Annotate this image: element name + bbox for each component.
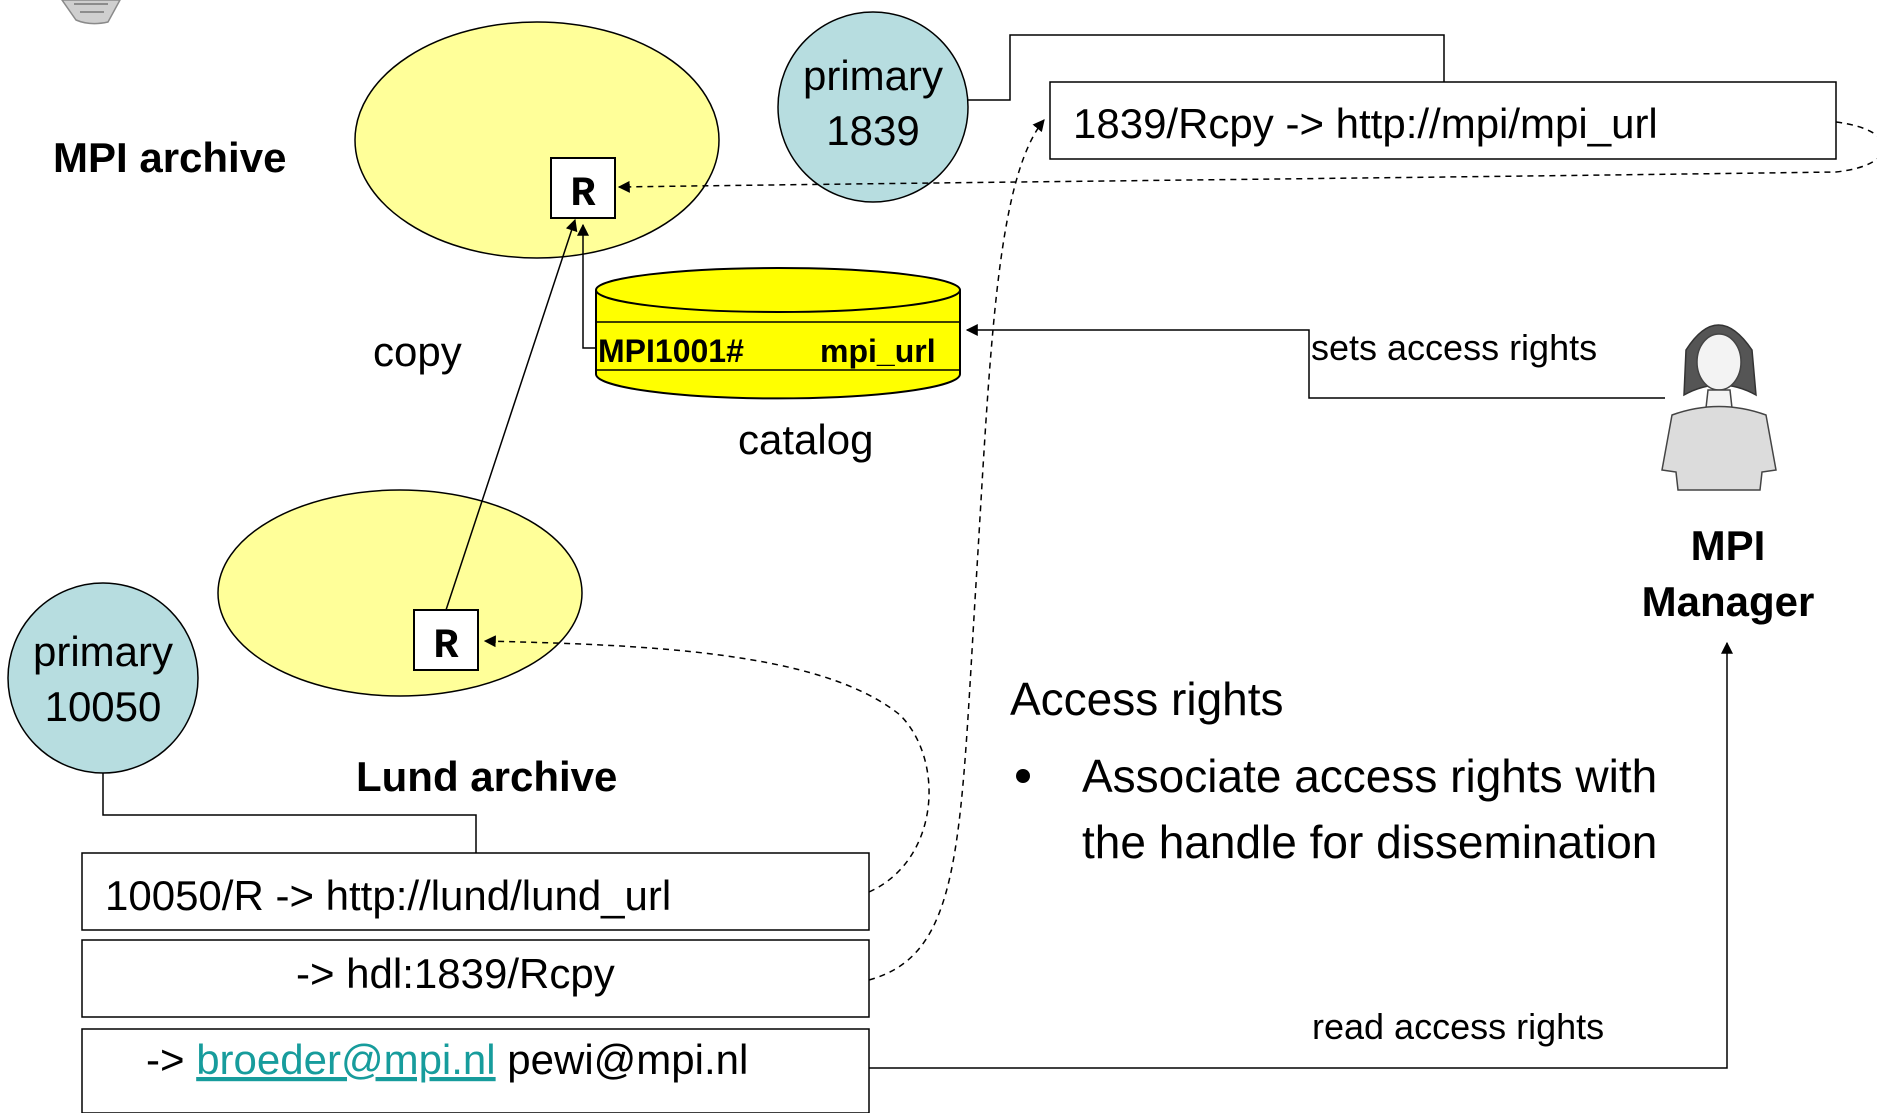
lund-handle-record-text: 10050/R -> http://lund/lund_url <box>105 872 671 919</box>
lund-handle-record <box>81 852 870 931</box>
mpi-handle-record-text: 1839/Rcpy -> http://mpi/mpi_url <box>1073 100 1658 147</box>
mpi-manager-line2: Manager <box>1642 578 1815 625</box>
redirect-handle-record <box>81 939 870 1018</box>
mpi-manager-person-icon <box>1661 324 1777 491</box>
copy-label: copy <box>373 328 462 375</box>
primary-1839-line2: 1839 <box>826 107 919 154</box>
lund-record-to-object-dashed <box>483 635 930 893</box>
mpi-object-label: R <box>570 170 596 218</box>
primary-10050-server <box>7 582 199 774</box>
copy-arrow <box>445 218 578 611</box>
contacts-record-text: -> broeder@mpi.nl pewi@mpi.nl <box>146 1036 748 1083</box>
mpi-handle-record <box>1049 81 1837 160</box>
mpi-archive-label: MPI archive <box>53 134 286 181</box>
primary-10050-line1: primary <box>33 628 173 675</box>
server-10050-connector <box>102 773 477 853</box>
lund-archive-ellipse <box>217 489 583 697</box>
contacts-prefix: -> <box>146 1036 185 1083</box>
sets-access-rights-label: sets access rights <box>1311 327 1597 368</box>
redirect-to-mpi-record-dashed <box>868 119 1045 981</box>
lund-archive-label: Lund archive <box>356 753 617 800</box>
access-rights-heading: Access rights <box>1010 673 1284 725</box>
mpi-record-to-object-dashed <box>617 121 1877 193</box>
catalog-label: catalog <box>738 416 873 463</box>
catalog-to-object-arrow <box>577 223 596 349</box>
server-1839-connector <box>968 34 1445 101</box>
sets-access-rights-line <box>965 324 1665 399</box>
read-access-rights-label: read access rights <box>1312 1006 1604 1047</box>
bullet-icon <box>1016 769 1030 783</box>
access-rights-bullet-line1: Associate access rights with <box>1082 750 1657 802</box>
primary-1839-line1: primary <box>803 52 943 99</box>
primary-1839-server <box>777 11 969 203</box>
contact-email-link[interactable]: broeder@mpi.nl <box>196 1036 495 1083</box>
redirect-handle-record-text: -> hdl:1839/Rcpy <box>296 950 615 997</box>
catalog-value: mpi_url <box>820 333 936 369</box>
access-rights-bullet-line2: the handle for dissemination <box>1082 816 1657 868</box>
primary-10050-line2: 10050 <box>45 683 162 730</box>
mpi-archive-ellipse <box>354 21 720 259</box>
mpi-manager-line1: MPI <box>1691 522 1766 569</box>
read-access-rights-line <box>869 641 1733 1069</box>
contacts-handle-record <box>81 1028 870 1113</box>
lund-object-box <box>413 609 479 671</box>
logo-icon <box>61 0 121 25</box>
catalog-key: MPI1001# <box>598 333 744 369</box>
mpi-object-box <box>550 157 616 219</box>
lund-object-label: R <box>433 622 459 670</box>
contact-email-plain: pewi@mpi.nl <box>507 1036 748 1083</box>
catalog-database <box>595 267 961 400</box>
